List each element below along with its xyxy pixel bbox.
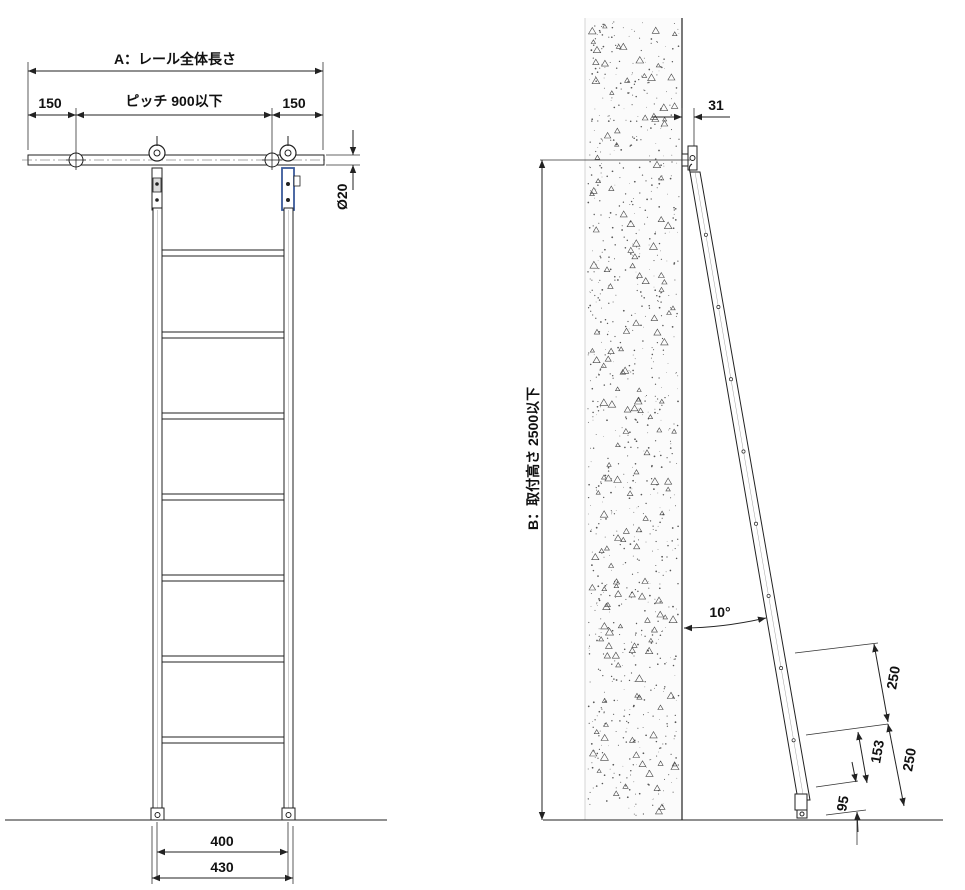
rung <box>161 249 285 257</box>
slanted-ladder <box>688 163 811 819</box>
dim-step-spacing: 250 250 153 95 <box>794 642 919 845</box>
mount-height-label: B：取付高さ 2500以下 <box>525 387 541 530</box>
right-foot <box>281 807 296 821</box>
step-offset-label: 153 <box>867 739 887 765</box>
outer-width-label: 430 <box>210 859 234 875</box>
dim-angle: 10° <box>683 604 767 632</box>
wall-texture <box>587 21 680 816</box>
rung-hole <box>779 666 784 671</box>
dim-widths: 400 430 <box>151 822 294 884</box>
left-foot <box>150 807 165 821</box>
offset-label: 31 <box>708 97 724 113</box>
inner-width-label: 400 <box>210 833 234 849</box>
rung <box>161 331 285 339</box>
step-spacing-top-label: 250 <box>883 665 903 691</box>
left-overhang-label: 150 <box>38 95 62 111</box>
rung-hole <box>729 377 733 382</box>
rung-hole <box>741 449 746 454</box>
right-roller <box>279 136 297 162</box>
concrete-wall <box>585 18 682 820</box>
rung <box>161 493 285 501</box>
rung-hole <box>716 305 721 309</box>
rail-length-label: A：レール全体長さ <box>114 51 236 67</box>
rung-hole <box>754 521 758 526</box>
right-rail-bracket <box>262 150 282 170</box>
angle-label: 10° <box>709 604 730 620</box>
step-spacing-bottom-label: 250 <box>899 747 919 773</box>
left-rail-bracket <box>66 150 86 170</box>
dim-rail-length: A：レール全体長さ <box>27 51 324 150</box>
bottom-offset-label: 95 <box>833 794 851 812</box>
right-overhang-label: 150 <box>282 95 306 111</box>
dim-offset: 31 <box>652 97 730 150</box>
rungs <box>161 249 285 744</box>
rung <box>161 655 285 663</box>
rung <box>161 574 285 582</box>
dim-pitch-row: 150 ピッチ 900以下 150 <box>28 93 323 150</box>
side-view: 31 B：取付高さ 2500以下 10° 250 250 <box>525 18 943 845</box>
rung-hole <box>703 232 708 237</box>
rung <box>161 412 285 420</box>
rung <box>161 736 285 744</box>
rung-hole <box>791 738 796 743</box>
front-view: A：レール全体長さ 150 ピッチ 900以下 150 Ø20 <box>5 51 387 884</box>
dim-rail-diameter: Ø20 <box>326 130 360 210</box>
rail-diameter-label: Ø20 <box>334 183 350 210</box>
rung-hole <box>766 593 771 598</box>
dim-mount-height: B：取付高さ 2500以下 <box>525 159 690 820</box>
left-hook <box>151 167 163 211</box>
left-roller <box>148 136 166 162</box>
pitch-label: ピッチ 900以下 <box>125 93 222 109</box>
right-hook <box>281 167 301 211</box>
